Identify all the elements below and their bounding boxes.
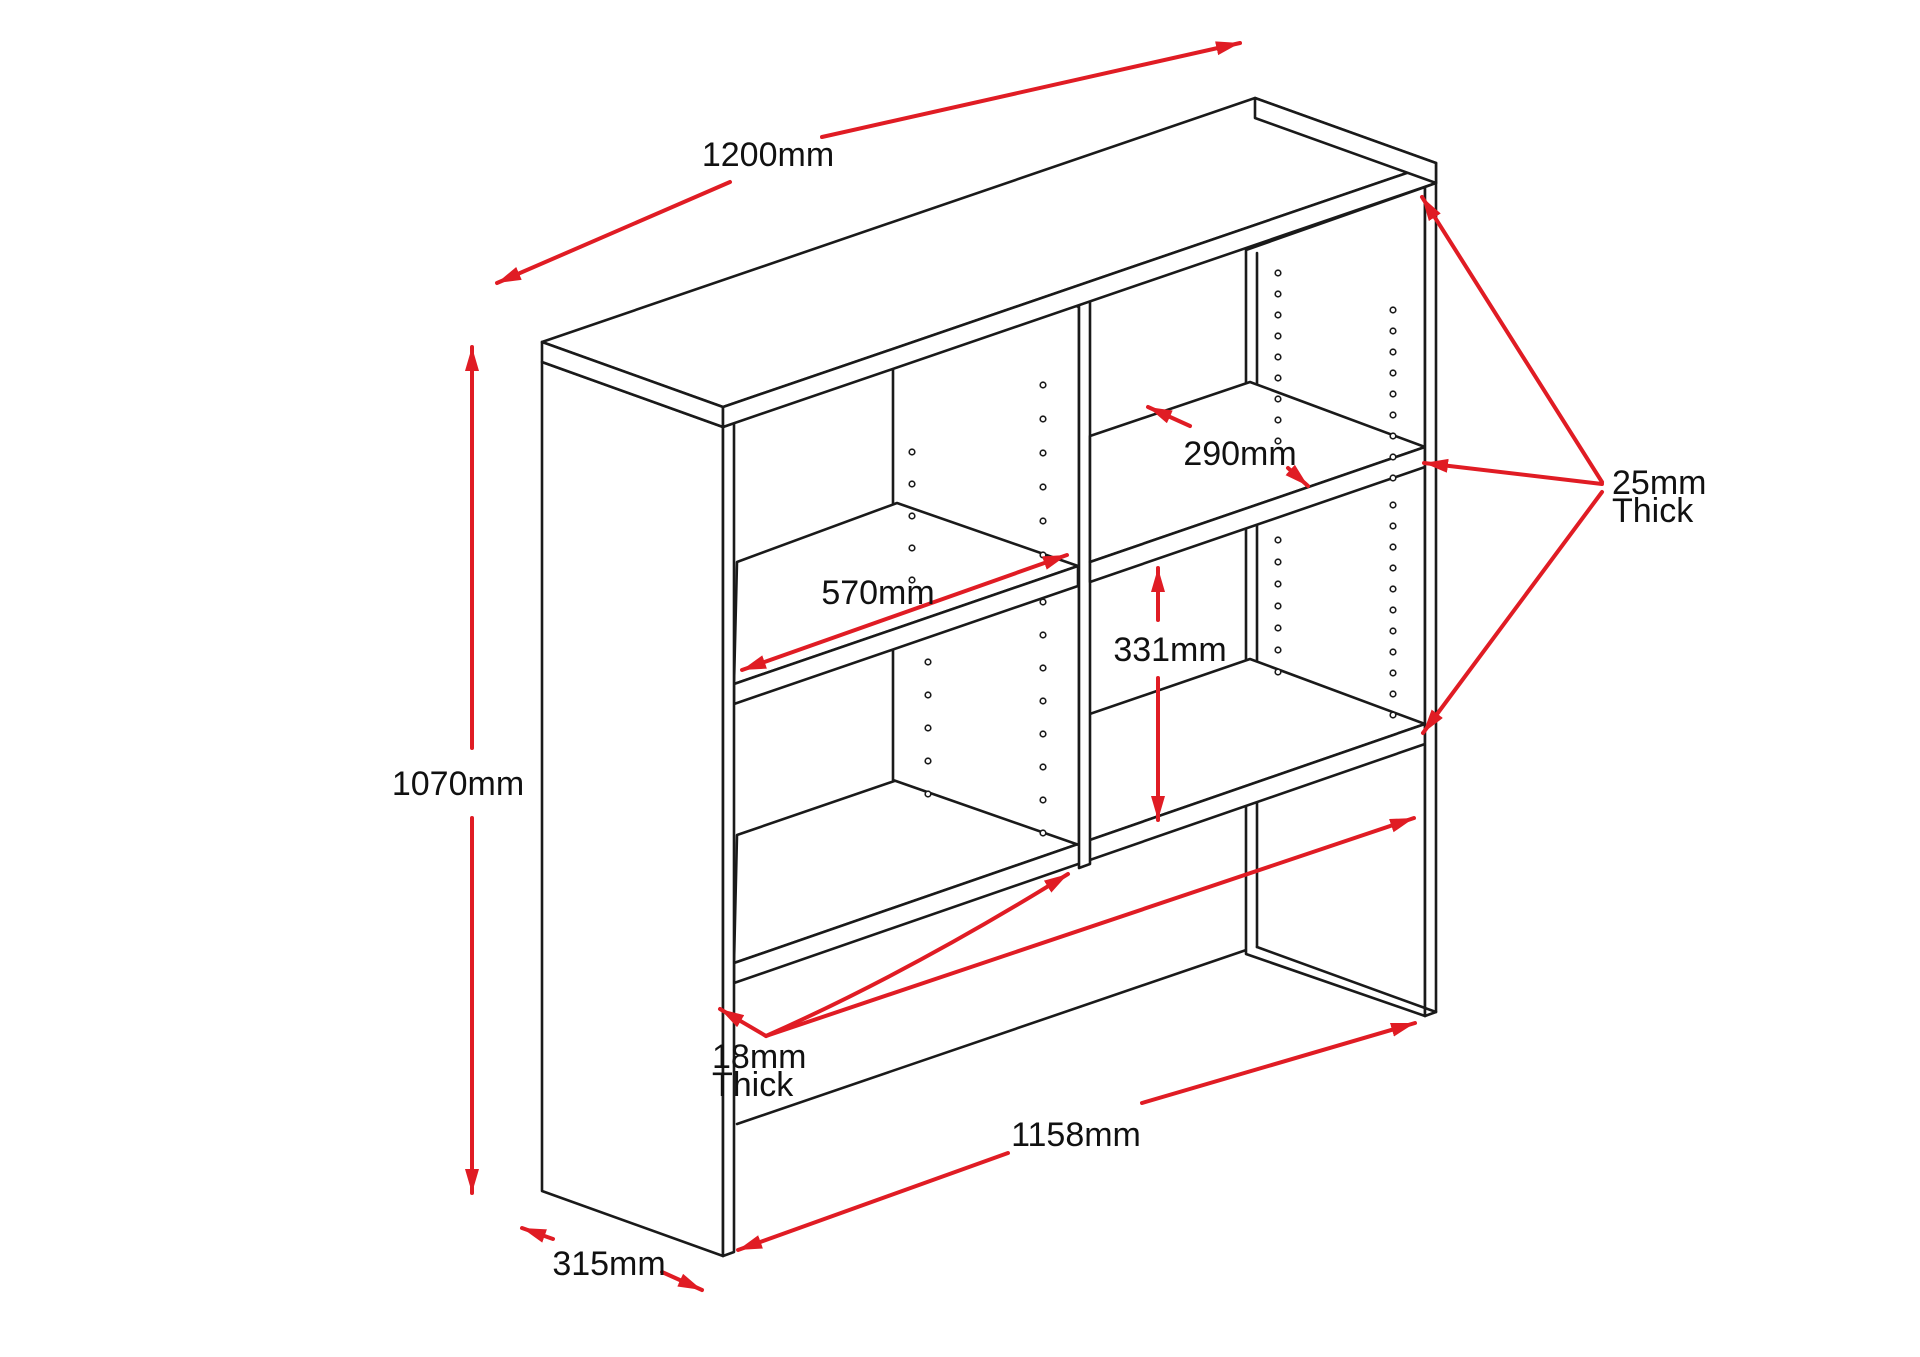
pin-hole bbox=[1274, 269, 1282, 277]
pin-hole bbox=[1389, 453, 1397, 461]
pin-hole bbox=[924, 790, 932, 798]
pin-hole bbox=[1274, 416, 1282, 424]
pin-hole bbox=[1274, 536, 1282, 544]
panel-thickness-label-line2: Thick bbox=[712, 1066, 794, 1104]
callout-top-thickness: 25mm Thick bbox=[1420, 195, 1706, 735]
pin-hole bbox=[1389, 585, 1397, 593]
panel-thickness-label-line1: 18mm bbox=[712, 1038, 806, 1076]
dimension-left-opening: 570mm bbox=[740, 553, 1069, 672]
pin-hole bbox=[908, 480, 916, 488]
pin-hole bbox=[1274, 290, 1282, 298]
pin-hole bbox=[1274, 353, 1282, 361]
pin-hole bbox=[924, 724, 932, 732]
dimension-shelf-gap: 331mm bbox=[1113, 566, 1227, 822]
pin-hole bbox=[1274, 580, 1282, 588]
pin-hole bbox=[1039, 517, 1047, 525]
pin-hole bbox=[1039, 829, 1047, 837]
dimension-shelf-depth-label: 290mm bbox=[1183, 435, 1296, 473]
pin-hole bbox=[1389, 327, 1397, 335]
right-panel-bottom-edge bbox=[1255, 945, 1438, 1014]
pin-hole bbox=[1274, 311, 1282, 319]
pin-hole bbox=[1389, 306, 1397, 314]
pin-hole bbox=[1274, 332, 1282, 340]
cabinet-outline bbox=[540, 96, 1438, 1258]
pin-hole bbox=[1389, 522, 1397, 530]
pin-hole bbox=[1274, 646, 1282, 654]
dimension-height-label: 1070mm bbox=[392, 765, 524, 803]
top-thickness-label-line1: 25mm bbox=[1612, 464, 1706, 502]
callout-panel-thickness: 18mm Thick bbox=[712, 816, 1416, 1104]
pin-hole bbox=[1039, 415, 1047, 423]
pin-hole bbox=[1274, 668, 1282, 676]
dimension-width-label: 1200mm bbox=[702, 136, 834, 174]
pin-hole bbox=[1389, 390, 1397, 398]
pin-hole bbox=[924, 658, 932, 666]
pin-hole bbox=[1039, 551, 1047, 559]
dimension-left-opening-label: 570mm bbox=[821, 574, 934, 612]
dimension-interior-width-label: 1158mm bbox=[1011, 1116, 1141, 1154]
pin-hole bbox=[1039, 483, 1047, 491]
pin-hole bbox=[1389, 669, 1397, 677]
pin-hole bbox=[1274, 558, 1282, 566]
pin-hole bbox=[924, 757, 932, 765]
pin-hole bbox=[1274, 395, 1282, 403]
dimension-interior-width: 1158mm bbox=[736, 1021, 1417, 1252]
pin-hole bbox=[1389, 543, 1397, 551]
pin-hole bbox=[1039, 598, 1047, 606]
pin-hole bbox=[1389, 627, 1397, 635]
pin-hole bbox=[1389, 648, 1397, 656]
pin-hole bbox=[1039, 631, 1047, 639]
pin-hole bbox=[1039, 697, 1047, 705]
pin-hole bbox=[1039, 730, 1047, 738]
dimension-depth: 315mm bbox=[520, 1226, 704, 1292]
pin-hole bbox=[1274, 437, 1282, 445]
pin-hole bbox=[1039, 796, 1047, 804]
pin-hole bbox=[1389, 690, 1397, 698]
pin-hole bbox=[1389, 564, 1397, 572]
pin-hole bbox=[1389, 369, 1397, 377]
pin-hole bbox=[1389, 411, 1397, 419]
pin-hole bbox=[1039, 381, 1047, 389]
pin-hole bbox=[1389, 501, 1397, 509]
pin-hole bbox=[1039, 449, 1047, 457]
pin-hole bbox=[1039, 763, 1047, 771]
pin-hole bbox=[924, 691, 932, 699]
dimension-depth-label: 315mm bbox=[552, 1245, 665, 1283]
pin-hole bbox=[1389, 474, 1397, 482]
pin-hole bbox=[1274, 602, 1282, 610]
left-panel-front-edge bbox=[721, 421, 736, 1258]
pin-hole bbox=[1039, 664, 1047, 672]
pin-hole bbox=[908, 544, 916, 552]
right-panel-inner-face bbox=[1244, 185, 1427, 1018]
pin-hole bbox=[908, 512, 916, 520]
pin-hole bbox=[1389, 711, 1397, 719]
pin-hole bbox=[1274, 624, 1282, 632]
back-bottom-edge bbox=[735, 945, 1257, 1126]
divider-front-edge bbox=[1077, 299, 1092, 870]
pin-hole bbox=[908, 448, 916, 456]
left-panel-outer-face bbox=[540, 360, 725, 1258]
pin-hole bbox=[1389, 432, 1397, 440]
pin-hole bbox=[1389, 606, 1397, 614]
pin-hole bbox=[1389, 348, 1397, 356]
dimension-width: 1200mm bbox=[495, 41, 1242, 285]
pin-hole bbox=[1274, 374, 1282, 382]
dimension-shelf-gap-label: 331mm bbox=[1113, 631, 1226, 669]
top-thickness-label-line2: Thick bbox=[1612, 492, 1694, 530]
dimension-shelf-depth: 290mm bbox=[1146, 405, 1310, 488]
dimension-height: 1070mm bbox=[392, 345, 524, 1195]
right-panel-front-edge bbox=[1423, 181, 1438, 1018]
